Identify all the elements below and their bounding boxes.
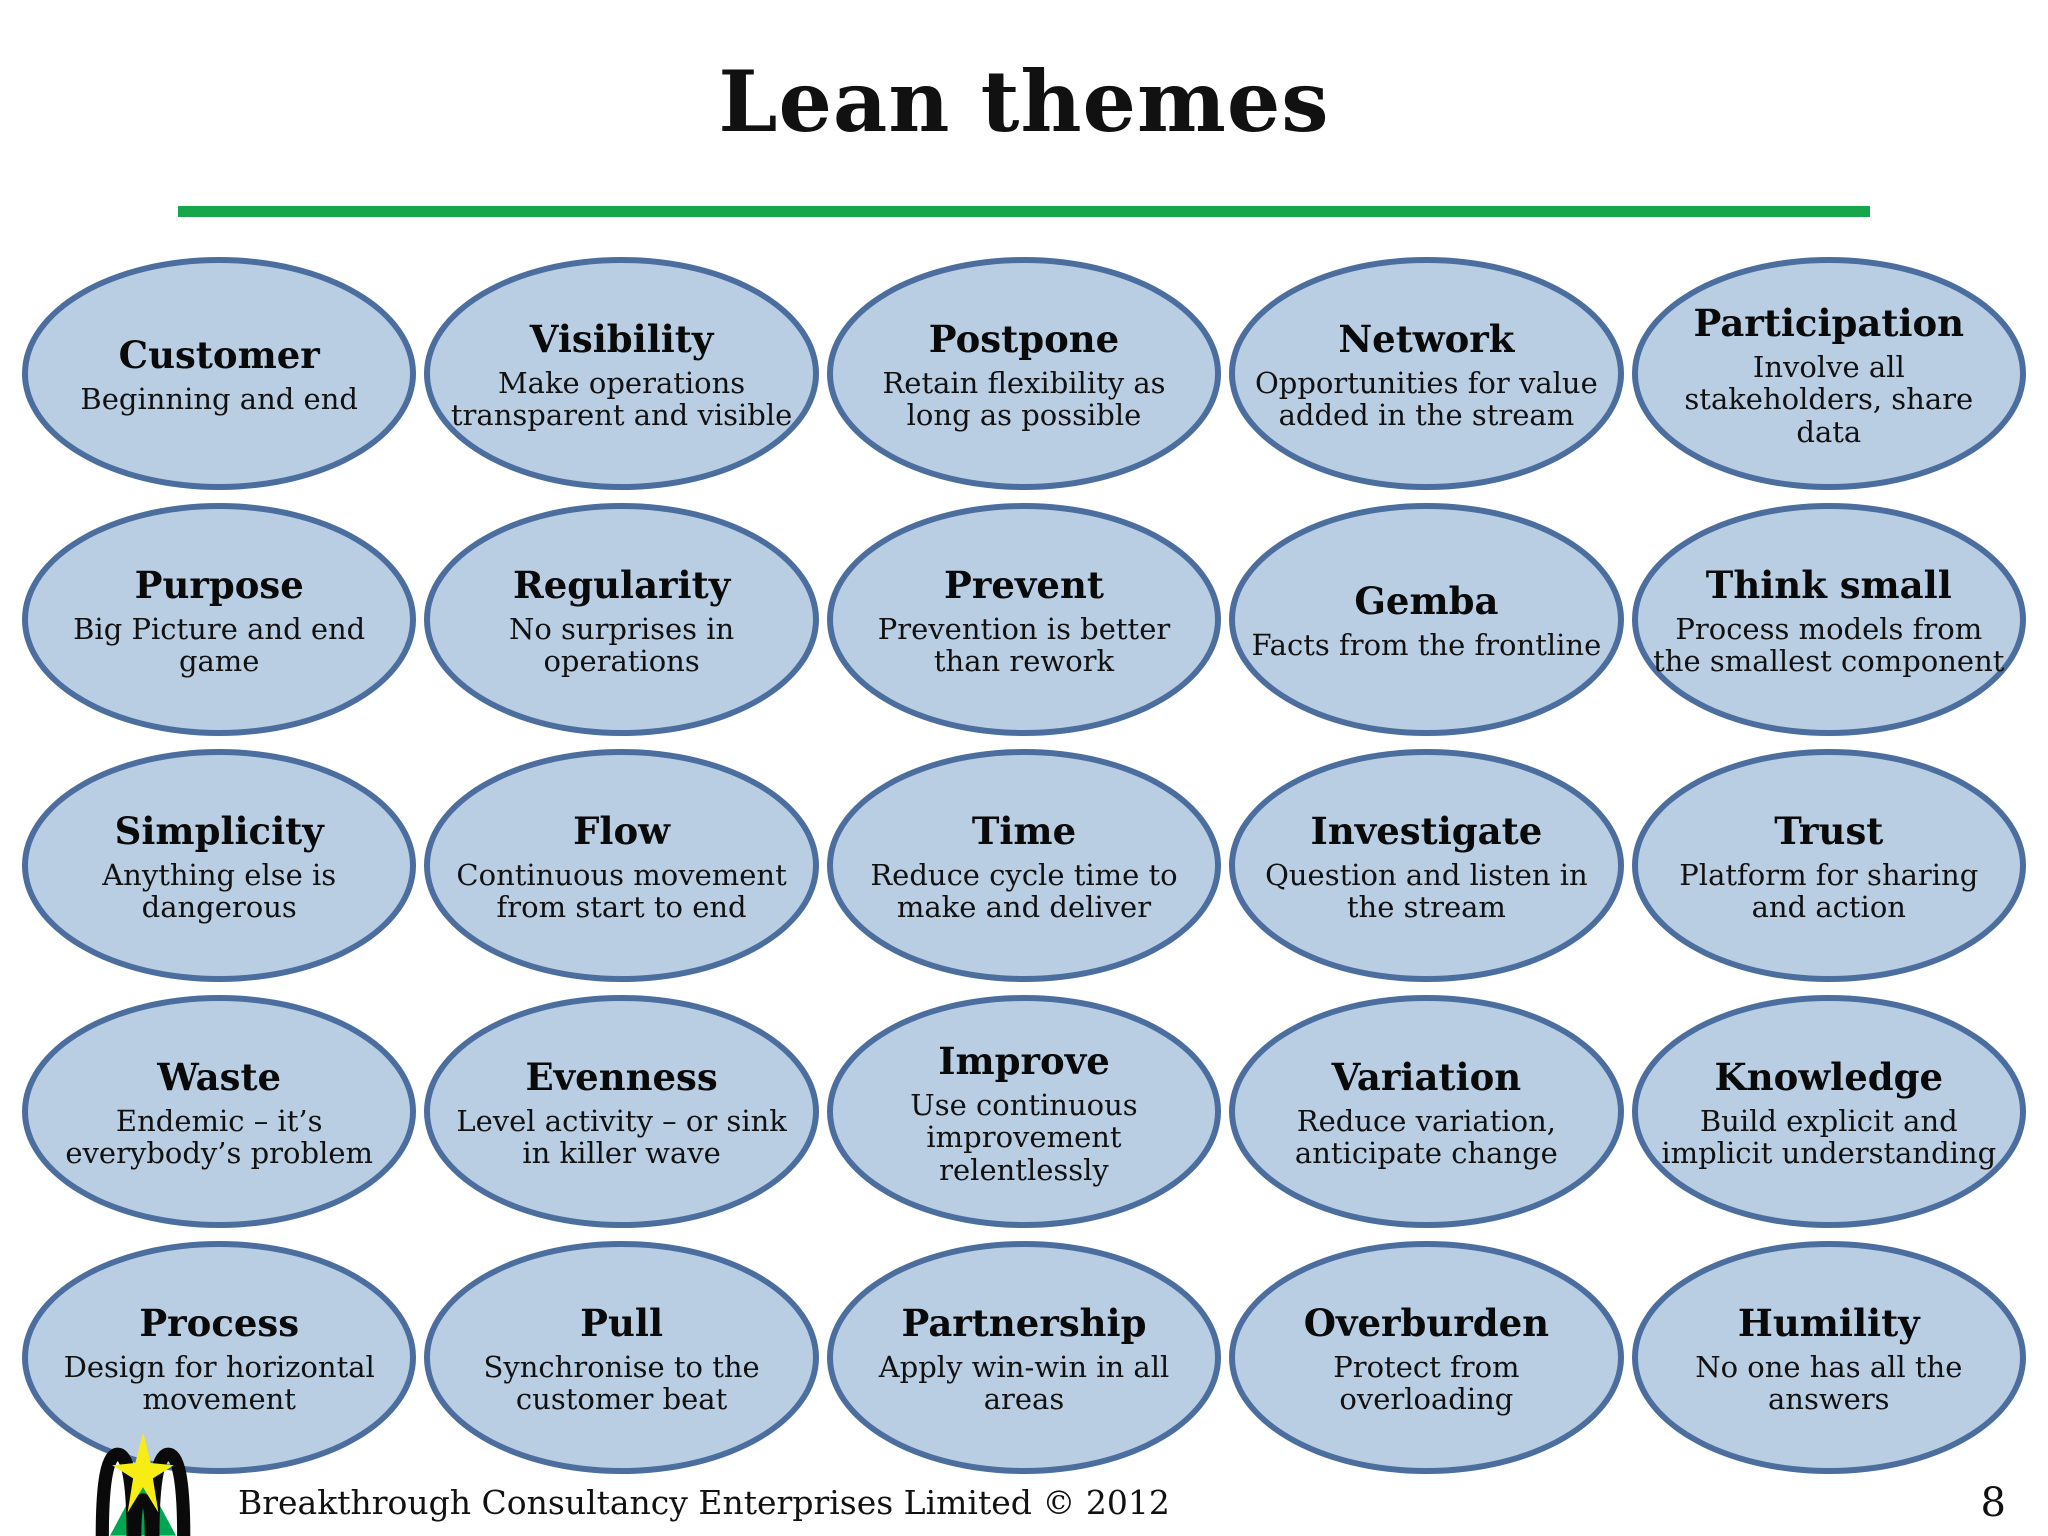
company-logo — [95, 1432, 191, 1536]
theme-ellipse: Network Opportunities for value added in… — [1229, 257, 1624, 491]
theme-title: Purpose — [134, 563, 304, 607]
theme-desc: Make operations transparent and visible — [450, 365, 793, 433]
theme-title: Visibility — [529, 317, 714, 361]
theme-title: Time — [971, 809, 1077, 853]
theme-title: Simplicity — [114, 809, 324, 853]
theme-desc: Apply win-win in all areas — [878, 1349, 1170, 1417]
theme-desc: Question and listen in the stream — [1265, 857, 1588, 925]
theme-title: Process — [139, 1301, 300, 1345]
themes-grid: Customer Beginning and end Visibility Ma… — [0, 257, 2048, 1475]
theme-ellipse: Visibility Make operations transparent a… — [424, 257, 819, 491]
theme-desc: Protect from overloading — [1333, 1349, 1520, 1417]
theme-desc: Level activity – or sink in killer wave — [456, 1103, 787, 1171]
theme-ellipse: Evenness Level activity – or sink in kil… — [424, 995, 819, 1229]
theme-title: Evenness — [525, 1055, 718, 1099]
theme-title: Think small — [1705, 563, 1952, 607]
theme-title: Humility — [1737, 1301, 1920, 1345]
theme-desc: Anything else is dangerous — [102, 857, 337, 925]
page-number: 8 — [1980, 1480, 2006, 1526]
theme-title: Variation — [1331, 1055, 1522, 1099]
theme-desc: Endemic – it’s everybody’s problem — [65, 1103, 374, 1171]
theme-title: Overburden — [1303, 1301, 1550, 1345]
theme-ellipse: Investigate Question and listen in the s… — [1229, 749, 1624, 983]
theme-desc: Build explicit and implicit understandin… — [1661, 1103, 1997, 1171]
theme-desc: Beginning and end — [80, 382, 358, 417]
theme-title: Waste — [157, 1055, 282, 1099]
theme-ellipse: Overburden Protect from overloading — [1229, 1241, 1624, 1475]
theme-ellipse: Customer Beginning and end — [22, 257, 417, 491]
theme-ellipse: Pull Synchronise to the customer beat — [424, 1241, 819, 1475]
theme-title: Regularity — [512, 563, 731, 607]
theme-ellipse: Humility No one has all the answers — [1631, 1241, 2026, 1475]
theme-desc: Prevention is better than rework — [877, 611, 1171, 679]
theme-title: Flow — [573, 809, 671, 853]
theme-ellipse: Postpone Retain flexibility as long as p… — [826, 257, 1222, 491]
theme-title: Customer — [118, 333, 320, 378]
theme-desc: Retain flexibility as long as possible — [882, 365, 1166, 433]
theme-title: Partnership — [901, 1301, 1147, 1345]
theme-title: Participation — [1693, 300, 1965, 345]
theme-desc: No surprises in operations — [508, 611, 735, 679]
theme-ellipse: Knowledge Build explicit and implicit un… — [1631, 995, 2026, 1229]
theme-title: Prevent — [944, 563, 1104, 607]
theme-ellipse: Time Reduce cycle time to make and deliv… — [826, 749, 1222, 983]
theme-ellipse: Gemba Facts from the frontline — [1229, 503, 1624, 737]
theme-ellipse: Purpose Big Picture and end game — [22, 503, 417, 737]
theme-title: Postpone — [928, 317, 1120, 361]
theme-desc: Reduce cycle time to make and deliver — [870, 857, 1178, 925]
theme-ellipse: Regularity No surprises in operations — [424, 503, 819, 737]
theme-ellipse: Improve Use continuous improvement relen… — [826, 995, 1222, 1229]
theme-desc: Process models from the smallest compone… — [1653, 611, 2005, 679]
theme-ellipse: Prevent Prevention is better than rework — [826, 503, 1222, 737]
theme-ellipse: Think small Process models from the smal… — [1631, 503, 2026, 737]
theme-desc: Platform for sharing and action — [1679, 857, 1979, 925]
theme-title: Knowledge — [1714, 1055, 1944, 1099]
theme-desc: Use continuous improvement relentlessly — [910, 1087, 1138, 1187]
theme-ellipse: Process Design for horizontal movement — [22, 1241, 417, 1475]
theme-ellipse: Participation Involve all stakeholders, … — [1631, 257, 2026, 491]
theme-title: Pull — [580, 1301, 664, 1345]
theme-ellipse: Variation Reduce variation, anticipate c… — [1229, 995, 1624, 1229]
page-title: Lean themes — [718, 52, 1330, 151]
theme-title: Gemba — [1354, 579, 1499, 624]
theme-ellipse: Waste Endemic – it’s everybody’s problem — [22, 995, 417, 1229]
theme-desc: Opportunities for value added in the str… — [1255, 365, 1598, 433]
theme-title: Improve — [938, 1038, 1110, 1083]
footer-text: Breakthrough Consultancy Enterprises Lim… — [238, 1483, 1170, 1522]
title-divider — [178, 206, 1870, 218]
theme-desc: Design for horizontal movement — [63, 1349, 375, 1417]
theme-desc: Big Picture and end game — [73, 611, 366, 679]
theme-desc: Facts from the frontline — [1251, 628, 1602, 663]
theme-desc: No one has all the answers — [1695, 1349, 1963, 1417]
theme-title: Investigate — [1310, 809, 1543, 853]
theme-desc: Involve all stakeholders, share data — [1684, 349, 1974, 449]
theme-ellipse: Flow Continuous movement from start to e… — [424, 749, 819, 983]
theme-desc: Continuous movement from start to end — [456, 857, 787, 925]
theme-title: Network — [1338, 317, 1515, 361]
theme-ellipse: Trust Platform for sharing and action — [1631, 749, 2026, 983]
theme-ellipse: Partnership Apply win-win in all areas — [826, 1241, 1222, 1475]
theme-ellipse: Simplicity Anything else is dangerous — [22, 749, 417, 983]
theme-desc: Reduce variation, anticipate change — [1294, 1103, 1558, 1171]
theme-desc: Synchronise to the customer beat — [483, 1349, 760, 1417]
theme-title: Trust — [1774, 809, 1884, 853]
